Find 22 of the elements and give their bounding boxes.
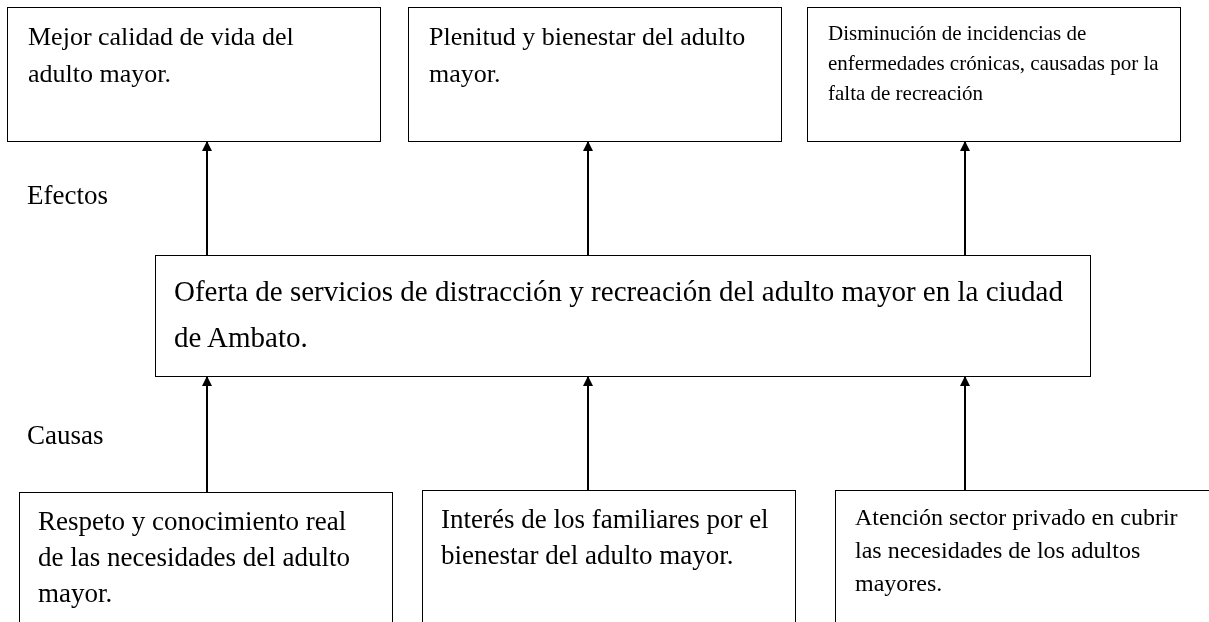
box-text: Interés de los familiares por el bienestar del adulto mayor.: [441, 503, 770, 572]
arrow: [583, 376, 593, 491]
section-label: Causas: [27, 419, 104, 452]
text-box: [19, 492, 393, 622]
arrow: [202, 376, 212, 493]
box-text: Mejor calidad de vida del adulto mayor.: [28, 21, 295, 90]
box-text: Plenitud y bienestar del adulto mayor.: [429, 21, 747, 90]
box-text: Respeto y conocimiento real de las necesidades del adulto mayor.: [38, 505, 351, 610]
arrow: [960, 376, 970, 491]
text-box: [408, 7, 782, 142]
arrow: [583, 141, 593, 256]
section-label: Efectos: [27, 179, 108, 212]
arrow: [960, 141, 970, 256]
arrow: [202, 141, 212, 256]
box-text: Disminución de incidencias de enfermedades crónicas, causadas por la falta de recreación: [828, 20, 1160, 107]
text-box: [155, 255, 1091, 377]
box-text: Oferta de servicios de distracción y recreación del adulto mayor en la ciudad de Ambato.: [174, 274, 1064, 355]
text-box: [807, 7, 1181, 142]
text-box: [835, 490, 1209, 622]
text-box: [422, 490, 796, 622]
text-box: [7, 7, 381, 142]
box-text: Atención sector privado en cubrir las necesidades de los adultos mayores.: [855, 503, 1179, 598]
